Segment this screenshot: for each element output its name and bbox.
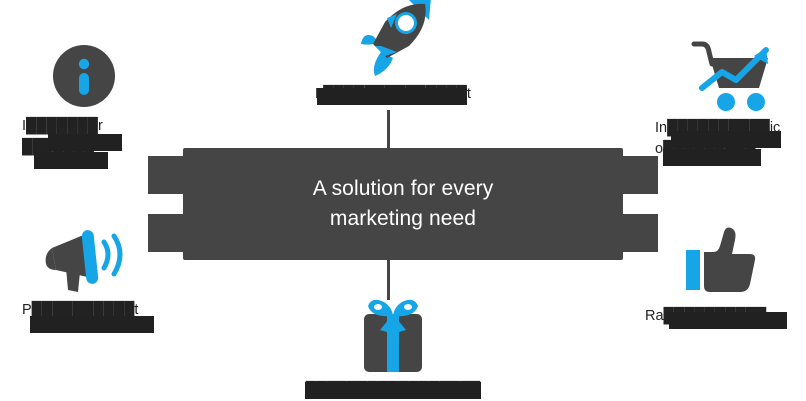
connector-line-bottom (387, 258, 390, 300)
node-promote[interactable]: P██████████t (20, 226, 154, 333)
hub-title: A solution for every marketing need (312, 177, 494, 230)
node-reward[interactable]: █████████████████ (300, 296, 486, 401)
node-rate-label: Ra██████████ (645, 308, 767, 324)
node-increase[interactable]: In██████████ic o█████████ (655, 38, 805, 166)
node-rate[interactable]: Ra██████████ (645, 222, 795, 329)
node-launch[interactable]: L██████████████t (303, 0, 483, 105)
shopping-cart-growth-icon (688, 38, 772, 114)
node-launch-label: L██████████████t (315, 86, 471, 102)
node-insight-label: I███████r ███████s (22, 118, 103, 156)
node-insight[interactable]: I███████r ███████s (20, 40, 148, 169)
central-hub: A solution for every marketing need (148, 148, 658, 260)
megaphone-icon (42, 226, 128, 296)
node-promote-label: P██████████t (22, 302, 139, 318)
thumbs-up-icon (680, 222, 760, 302)
node-reward-label: █████████████████ (305, 382, 481, 398)
gift-box-icon (354, 296, 432, 376)
connector-line-top (387, 110, 390, 150)
rocket-icon (351, 0, 435, 80)
node-increase-label: In██████████ic o█████████ (655, 120, 781, 158)
info-circle-icon (48, 40, 120, 112)
hub-body (183, 148, 623, 260)
